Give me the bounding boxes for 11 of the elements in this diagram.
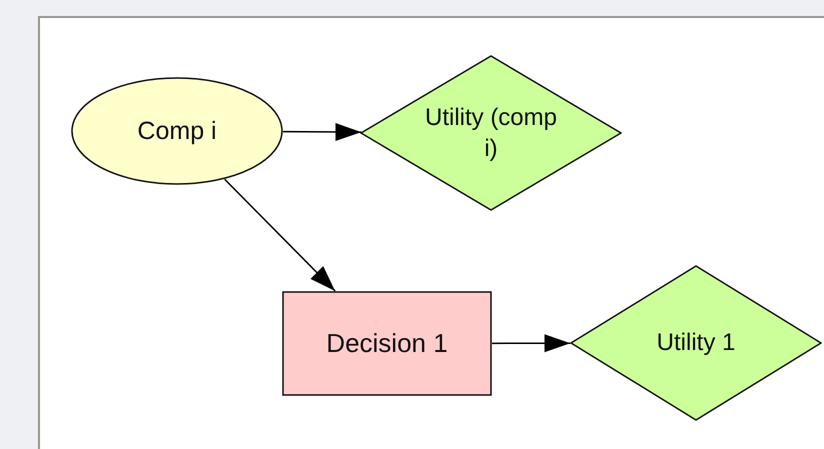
arrow <box>282 123 362 141</box>
node-label: Decision 1 <box>326 326 448 360</box>
node-label: Utility (comp i) <box>424 102 558 164</box>
node-label: Utility 1 <box>656 328 736 358</box>
decision-diamond <box>360 55 622 211</box>
decision-diamond <box>570 265 822 421</box>
ellipse-node <box>71 77 283 185</box>
node-label: Comp i <box>137 116 217 147</box>
arrow <box>224 178 336 292</box>
process-box <box>282 291 492 396</box>
arrow <box>492 334 570 352</box>
